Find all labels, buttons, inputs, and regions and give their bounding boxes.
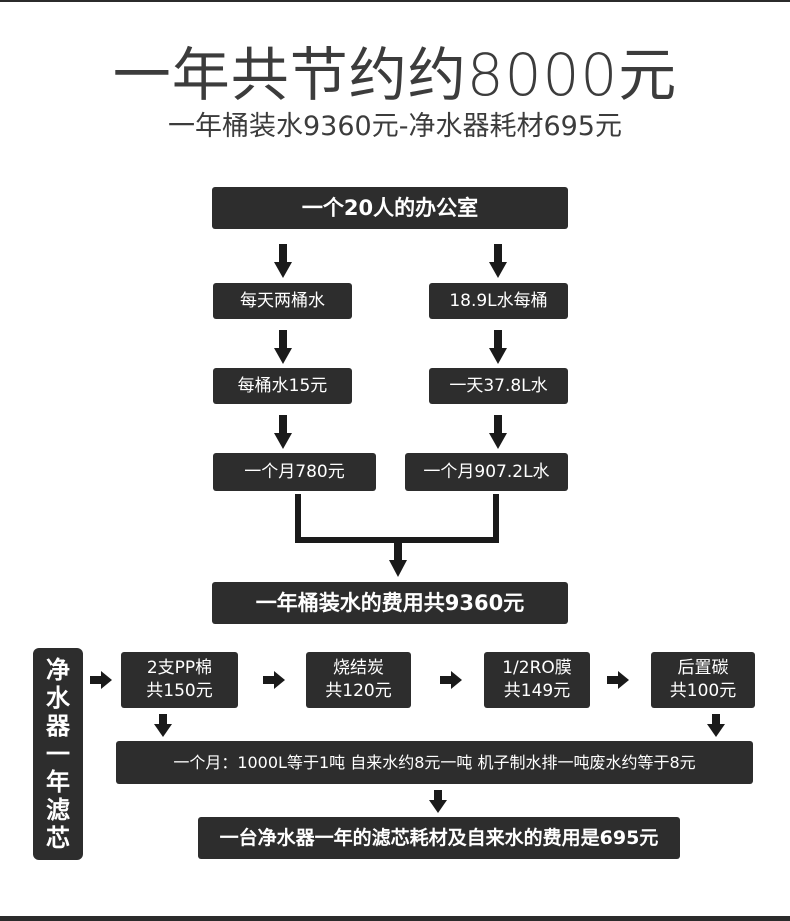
top-rule <box>0 0 790 2</box>
arrow-down-icon <box>707 714 725 737</box>
filter-cost: 共120元 <box>325 681 392 701</box>
filter-carbon-block: 烧结炭 共120元 <box>306 652 411 708</box>
filter-ro: 1/2RO膜 共149元 <box>484 652 590 708</box>
arrow-down-icon <box>489 415 507 449</box>
left-step-3: 一个月780元 <box>213 453 376 491</box>
filter-pp: 2支PP棉 共150元 <box>121 652 238 708</box>
filter-cost: 共149元 <box>503 681 571 701</box>
right-step-3: 一个月907.2L水 <box>405 453 568 491</box>
filter-cost: 共150元 <box>146 681 213 701</box>
left-step-1: 每天两桶水 <box>213 283 352 319</box>
arrow-down-icon <box>274 244 292 278</box>
right-step-2: 一天37.8L水 <box>429 368 568 404</box>
filter-section-label: 净 水 器 一 年 滤 芯 <box>33 648 83 860</box>
filter-name: 后置碳 <box>677 658 729 678</box>
arrow-right-icon <box>90 671 112 689</box>
label-char: 滤 <box>46 796 70 824</box>
bottled-total-box: 一年桶装水的费用共9360元 <box>212 582 568 624</box>
label-char: 年 <box>46 768 70 796</box>
page-title: 一年共节约约8000元 <box>112 41 678 109</box>
label-char: 芯 <box>46 824 70 852</box>
monthly-note-box: 一个月：1000L等于1吨 自来水约8元一吨 机子制水排一吨废水约等于8元 <box>116 741 753 784</box>
label-char: 一 <box>46 740 70 768</box>
left-step-2: 每桶水15元 <box>213 368 352 404</box>
office-box: 一个20人的办公室 <box>212 187 568 229</box>
arrow-down-icon <box>274 330 292 364</box>
arrow-down-icon <box>489 244 507 278</box>
filter-name: 2支PP棉 <box>146 658 213 678</box>
arrow-down-icon <box>389 540 407 577</box>
right-step-1: 18.9L水每桶 <box>429 283 568 319</box>
filter-name: 1/2RO膜 <box>502 658 572 678</box>
label-char: 水 <box>46 684 70 712</box>
label-char: 器 <box>46 712 70 740</box>
arrow-down-icon <box>489 330 507 364</box>
filter-cost: 共100元 <box>669 681 737 701</box>
arrow-down-icon <box>154 714 172 737</box>
filter-name: 烧结炭 <box>333 658 384 678</box>
arrow-right-icon <box>440 671 462 689</box>
purifier-total-box: 一台净水器一年的滤芯耗材及自来水的费用是695元 <box>198 817 680 859</box>
page-subtitle: 一年桶装水9360元-净水器耗材695元 <box>168 111 622 142</box>
arrow-right-icon <box>263 671 285 689</box>
filter-post-carbon: 后置碳 共100元 <box>651 652 755 708</box>
label-char: 净 <box>46 656 70 684</box>
arrow-down-icon <box>429 790 447 813</box>
arrow-down-icon <box>274 415 292 449</box>
bottom-rule <box>0 916 790 921</box>
arrow-right-icon <box>607 671 629 689</box>
